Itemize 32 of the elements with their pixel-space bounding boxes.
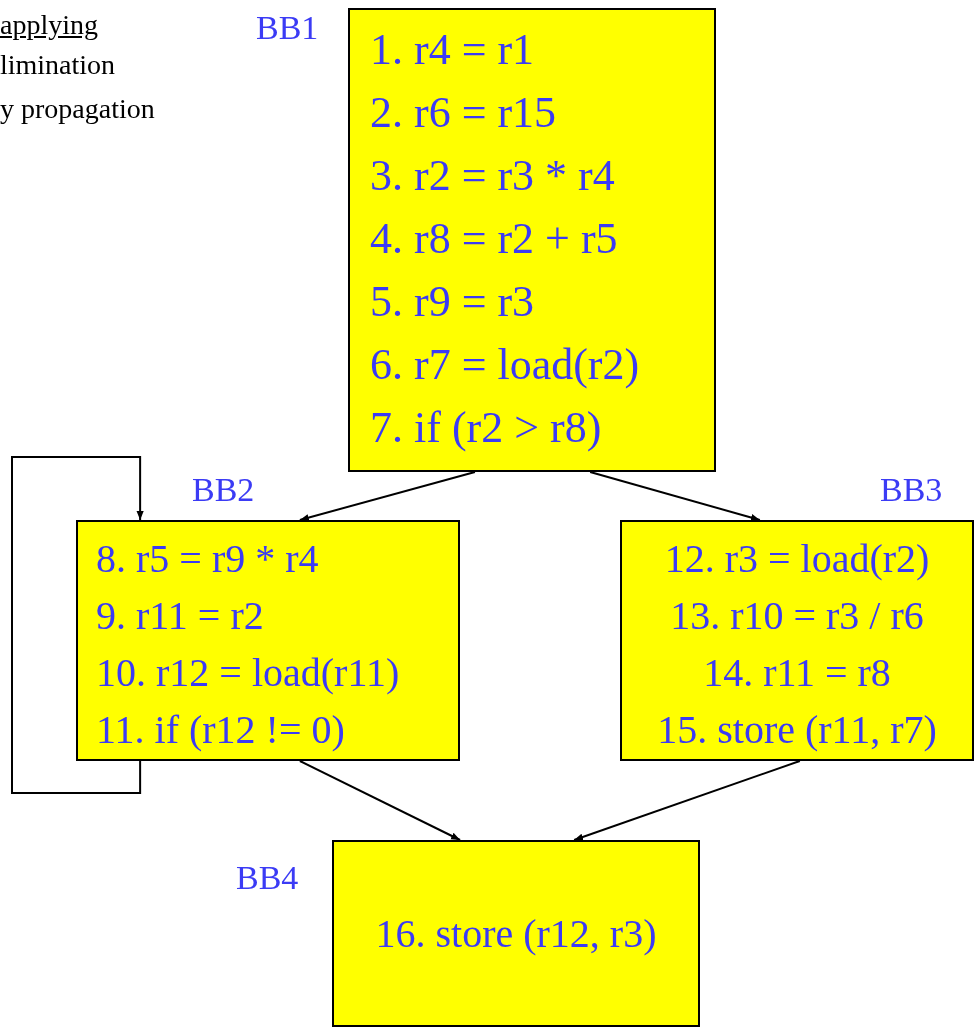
instruction-text: 15. store (r11, r7): [657, 706, 937, 754]
block-label: BB3: [880, 470, 943, 510]
instruction-text: 12. r3 = load(r2): [664, 535, 930, 583]
note-text: y propagation: [0, 92, 155, 126]
instruction-text: 3. r2 = r3 * r4: [370, 150, 615, 202]
arrow: [298, 760, 462, 841]
note-text: limination: [0, 48, 116, 82]
block-label: BB1: [256, 8, 319, 48]
block-label: BB4: [236, 858, 299, 898]
instruction-text: 9. r11 = r2: [96, 592, 264, 640]
basic-block-box: [332, 840, 700, 1027]
instruction-text: 14. r11 = r8: [703, 649, 891, 697]
instruction-text: 16. store (r12, r3): [375, 910, 657, 958]
instruction-text: 13. r10 = r3 / r6: [670, 592, 924, 640]
basic-block-box: [348, 8, 716, 472]
instruction-text: 5. r9 = r3: [370, 276, 535, 328]
arrow: [573, 760, 801, 841]
basic-block-box: [620, 520, 974, 761]
basic-block-box: [76, 520, 460, 761]
arrow: [298, 471, 476, 522]
instruction-text: 4. r8 = r2 + r5: [370, 213, 618, 265]
instruction-text: 1. r4 = r1: [370, 24, 535, 76]
instruction-text: 8. r5 = r9 * r4: [96, 535, 319, 583]
block-label: BB2: [192, 470, 255, 510]
arrow: [589, 471, 761, 521]
note-text: applying: [0, 8, 98, 42]
arrow: [11, 456, 144, 794]
instruction-text: 2. r6 = r15: [370, 87, 557, 139]
instruction-text: 11. if (r12 != 0): [96, 706, 345, 754]
instruction-text: 10. r12 = load(r11): [96, 649, 400, 697]
instruction-text: 6. r7 = load(r2): [370, 339, 640, 391]
instruction-text: 7. if (r2 > r8): [370, 402, 602, 454]
